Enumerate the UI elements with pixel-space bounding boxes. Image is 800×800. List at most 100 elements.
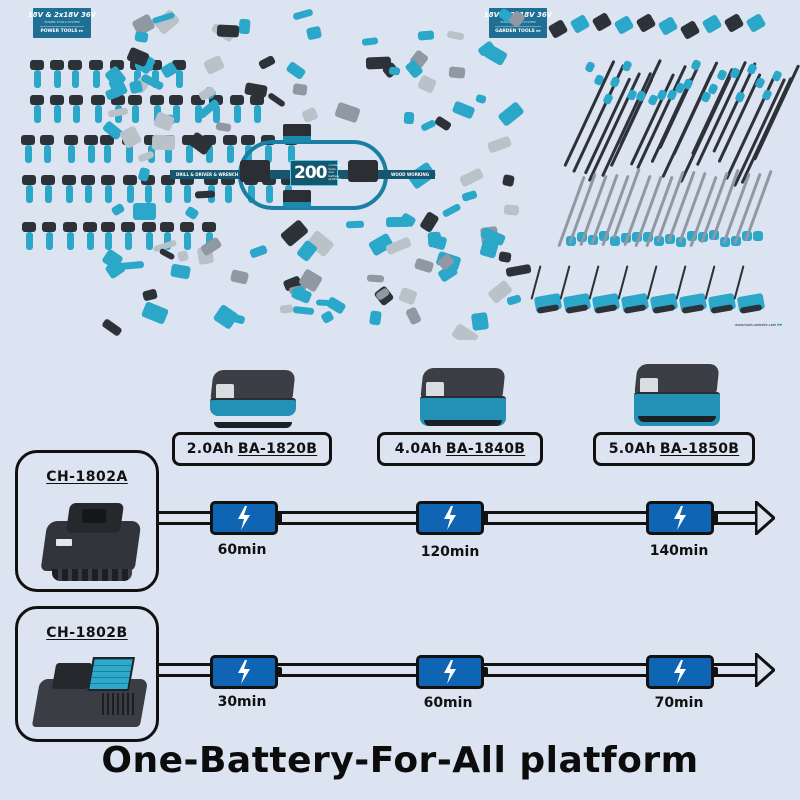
tool-image [285,61,307,81]
tool-image [125,145,133,163]
tool-image [67,145,75,163]
tool-image [168,95,183,105]
tool-image [123,175,138,185]
tool-image [104,232,112,250]
tool-image [172,105,180,123]
battery-model: BA-1820B [237,441,318,457]
lightning-icon [444,660,456,684]
tool-image [30,95,45,105]
tool-image [657,16,679,37]
tool-image [148,60,163,70]
category-label-wood: WOOD WORKING [390,172,429,177]
tool-image [86,232,94,250]
tool-image [132,105,140,123]
tool-image [675,265,687,300]
battery-capacity: 5.0Ah [608,441,656,457]
tool-image [73,105,81,123]
tool-image [201,222,216,232]
tool-image [530,265,542,300]
tool-image [132,202,157,221]
tool-image [610,236,620,247]
tool-image [404,112,416,125]
tool-image [190,95,205,105]
tool-image [315,298,342,307]
tool-image [241,135,256,145]
tool-image [40,175,55,185]
tool-image [427,231,442,247]
center-charger-image [348,160,378,182]
tool-image [110,95,125,105]
tool-image [461,190,478,203]
tool-image [128,95,143,105]
battery-charging-icon [646,501,718,535]
tool-image [25,185,33,203]
charger-card-ch-1802a: CH-1802A [15,450,159,592]
tool-image [448,66,465,79]
tool-image [346,221,365,229]
battery-charging-icon [646,655,718,689]
tool-image [613,14,635,35]
tool-image [679,19,701,40]
tool-image [83,135,98,145]
tool-image [171,60,186,70]
battery-model: BA-1850B [659,441,740,457]
tool-image [505,294,522,306]
tool-image [279,303,294,314]
tool-image [292,82,308,96]
tool-image [745,13,767,34]
tool-image [127,185,135,203]
tool-image [234,105,242,123]
tool-image [238,18,251,35]
tool-image [109,60,124,70]
tool-image [184,185,192,203]
tool-image [257,54,276,70]
tool-image [100,222,115,232]
charger-card-ch-1802b: CH-1802B [15,606,159,742]
tool-image [91,95,106,105]
tool-image [24,145,32,163]
charger-image [31,651,149,735]
double-arrow-icon: ▸▸ [777,322,783,328]
tool-image [145,185,153,203]
arrow-right-icon [755,501,775,535]
power-tools-banner: 18V & 2x18V 36V POWER TOOLS SYSTEM POWER… [28,8,96,38]
tool-image [230,269,250,286]
tool-image [54,70,62,88]
tool-image [753,231,763,242]
platform-title: One-Battery-For-All platform [101,740,699,781]
tool-image [365,56,391,70]
tool-image [206,145,214,163]
banner-voltage: 18V & 2x18V 36V [27,11,97,19]
tool-image [100,175,115,185]
tool-image [44,145,52,163]
tool-image [496,101,525,128]
tool-image [118,125,143,150]
tool-image [141,175,156,185]
tool-image [180,175,195,185]
tool-image [100,318,123,337]
tool-image [503,204,520,216]
arrow-right-icon [755,653,775,687]
tool-image [220,175,235,185]
tool-image [458,167,484,188]
tool-image [621,60,633,73]
tool-image [63,222,78,232]
tool-image [478,238,499,260]
tool-image [183,206,200,221]
tool-image [92,70,100,88]
tool-image [559,265,571,300]
tool-image [498,251,512,263]
tool-count-caption: cordless tools one battery platform [328,163,342,182]
tool-image [369,309,383,325]
tool-image [501,173,515,187]
lightning-icon [674,506,686,530]
tool-image [44,185,52,203]
tool-image [117,260,145,271]
battery-image-2ah [206,368,300,432]
tool-image [100,135,115,145]
battery-charging-icon [416,655,488,689]
website-link[interactable]: www.tools-website.com ▸▸ [735,322,782,328]
tool-image [723,12,745,33]
website-url: www.tools-website.com [735,323,777,327]
lightning-icon [444,506,456,530]
